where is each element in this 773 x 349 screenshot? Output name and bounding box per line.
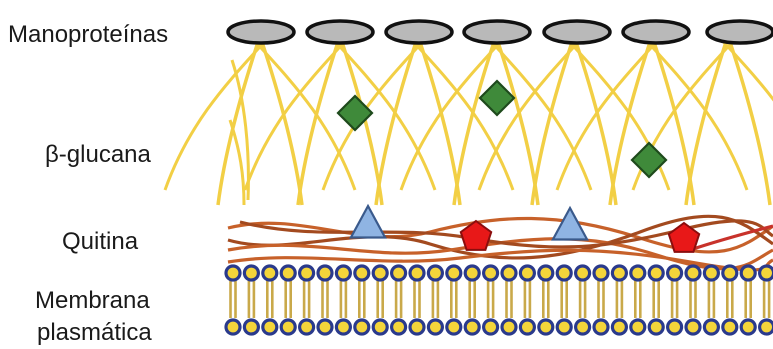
- lipid-head-inner: [631, 320, 645, 334]
- lipid-head-inner: [465, 320, 479, 334]
- lipid-head-inner: [741, 320, 755, 334]
- lipid-head-inner: [557, 320, 571, 334]
- lipid-head-outer: [502, 266, 516, 280]
- mannoprotein-layer: [228, 21, 773, 43]
- lipid-head-outer: [686, 266, 700, 280]
- mannoprotein-ellipse: [386, 21, 452, 43]
- lipid-head-outer: [704, 266, 718, 280]
- mannoprotein-ellipse: [307, 21, 373, 43]
- lipid-head-outer: [484, 266, 498, 280]
- lipid-head-outer: [428, 266, 442, 280]
- lipid-head-inner: [410, 320, 424, 334]
- chitin-fiber: [690, 226, 773, 250]
- lipid-head-inner: [594, 320, 608, 334]
- lipid-head-inner: [520, 320, 534, 334]
- lipid-head-outer: [612, 266, 626, 280]
- mannoprotein-ellipse: [228, 21, 294, 43]
- lipid-head-outer: [760, 266, 773, 280]
- lipid-head-outer: [392, 266, 406, 280]
- lipid-head-inner: [300, 320, 314, 334]
- lipid-head-outer: [355, 266, 369, 280]
- blue-triangle-icon: [351, 206, 385, 238]
- lipid-head-outer: [300, 266, 314, 280]
- glucan-fiber: [418, 36, 460, 205]
- lipid-head-outer: [263, 266, 277, 280]
- lipid-head-outer: [539, 266, 553, 280]
- lipid-head-outer: [281, 266, 295, 280]
- mannoprotein-ellipse: [707, 21, 773, 43]
- glucan-fiber: [454, 36, 496, 205]
- glucan-fiber: [218, 36, 260, 205]
- lipid-head-inner: [281, 320, 295, 334]
- lipid-head-outer: [226, 266, 240, 280]
- lipid-head-outer: [594, 266, 608, 280]
- lipid-head-outer: [557, 266, 571, 280]
- lipid-head-outer: [631, 266, 645, 280]
- lipid-head-inner: [244, 320, 258, 334]
- lipid-head-outer: [741, 266, 755, 280]
- glucan-fiber: [496, 36, 538, 205]
- lipid-head-inner: [428, 320, 442, 334]
- lipid-head-outer: [465, 266, 479, 280]
- lipid-head-inner: [704, 320, 718, 334]
- lipid-head-outer: [410, 266, 424, 280]
- mannoprotein-ellipse: [464, 21, 530, 43]
- lipid-head-inner: [539, 320, 553, 334]
- lipid-head-outer: [723, 266, 737, 280]
- lipid-head-inner: [723, 320, 737, 334]
- lipid-head-inner: [649, 320, 663, 334]
- plasma-membrane: [226, 266, 773, 334]
- lipid-head-outer: [318, 266, 332, 280]
- lipid-head-outer: [447, 266, 461, 280]
- lipid-head-inner: [336, 320, 350, 334]
- glucan-fiber: [376, 36, 418, 205]
- beta-glucan-fibers: [165, 36, 773, 205]
- glucan-fiber: [686, 36, 728, 205]
- lipid-head-inner: [226, 320, 240, 334]
- lipid-head-inner: [392, 320, 406, 334]
- lipid-head-outer: [373, 266, 387, 280]
- mannoprotein-ellipse: [623, 21, 689, 43]
- mannoprotein-ellipse: [544, 21, 610, 43]
- glucan-fiber: [574, 36, 616, 205]
- lipid-head-inner: [612, 320, 626, 334]
- lipid-head-outer: [520, 266, 534, 280]
- lipid-head-inner: [484, 320, 498, 334]
- lipid-head-inner: [355, 320, 369, 334]
- lipid-head-outer: [649, 266, 663, 280]
- glucan-fiber: [728, 36, 770, 205]
- lipid-head-inner: [263, 320, 277, 334]
- lipid-head-inner: [686, 320, 700, 334]
- lipid-head-outer: [576, 266, 590, 280]
- lipid-head-inner: [502, 320, 516, 334]
- glucan-fiber: [652, 36, 694, 205]
- lipid-head-outer: [668, 266, 682, 280]
- lipid-head-inner: [668, 320, 682, 334]
- glucan-fiber: [610, 36, 652, 205]
- lipid-head-inner: [373, 320, 387, 334]
- lipid-head-inner: [447, 320, 461, 334]
- lipid-head-inner: [576, 320, 590, 334]
- glucan-fiber: [532, 36, 574, 205]
- green-diamond-icon: [480, 81, 514, 115]
- lipid-head-outer: [336, 266, 350, 280]
- lipid-head-inner: [318, 320, 332, 334]
- lipid-head-inner: [760, 320, 773, 334]
- lipid-head-outer: [244, 266, 258, 280]
